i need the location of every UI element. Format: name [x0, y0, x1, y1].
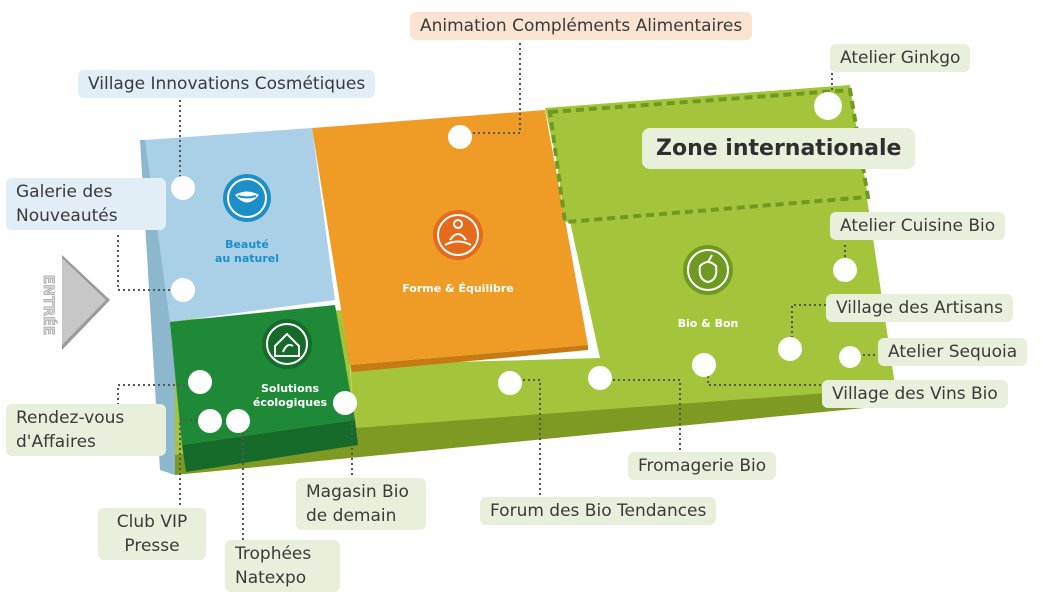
label-village-vins[interactable]: Village des Vins Bio	[822, 380, 1008, 408]
label-club-vip-line1: Club VIP	[116, 512, 188, 532]
zone-beaute-line2: au naturel	[215, 252, 279, 265]
label-club-vip[interactable]: Club VIP Presse	[98, 508, 206, 560]
zone-forme-name: Forme & Équilibre	[402, 282, 514, 295]
location-markers	[171, 92, 861, 433]
label-galerie-line2: Nouveautés	[16, 206, 118, 226]
marker-village-vins[interactable]	[692, 353, 716, 377]
label-magasin-line2: de demain	[306, 506, 397, 526]
marker-magasin[interactable]	[333, 391, 357, 415]
entrance-arrow-face	[62, 258, 106, 345]
marker-atelier-sequoia[interactable]	[839, 346, 861, 368]
label-trophees-line2: Natexpo	[235, 568, 307, 588]
marker-atelier-cuisine[interactable]	[833, 258, 857, 282]
lips-icon	[223, 174, 271, 222]
label-trophees[interactable]: Trophées Natexpo	[225, 540, 340, 592]
zone-forme-shadow	[335, 300, 588, 372]
eco-house-icon	[262, 319, 312, 369]
marker-galerie[interactable]	[171, 278, 195, 302]
marker-village-artisans[interactable]	[778, 337, 802, 361]
zone-international-title: Zone internationale	[642, 128, 916, 169]
label-rendezvous-line2: d'Affaires	[16, 432, 96, 452]
zone-beaute-line1: Beauté	[225, 238, 269, 251]
label-forum[interactable]: Forum des Bio Tendances	[480, 497, 717, 525]
marker-animation[interactable]	[448, 125, 472, 149]
label-galerie[interactable]: Galerie des Nouveautés	[6, 178, 166, 230]
label-atelier-ginkgo[interactable]: Atelier Ginkgo	[830, 44, 971, 72]
apple-icon	[683, 245, 733, 295]
marker-trophees[interactable]	[226, 409, 250, 433]
zone-solutions-side	[182, 420, 358, 472]
zone-beaute[interactable]	[145, 128, 335, 322]
label-magasin[interactable]: Magasin Bio de demain	[296, 478, 426, 530]
entrance-label: ENTRÉE	[40, 275, 57, 336]
marker-rendezvous[interactable]	[188, 370, 212, 394]
label-rendezvous[interactable]: Rendez-vous d'Affaires	[6, 404, 166, 456]
label-trophees-line1: Trophées	[235, 544, 312, 564]
zone-solutions-line2: écologiques	[253, 396, 328, 409]
meditation-icon	[433, 210, 483, 260]
marker-atelier-ginkgo[interactable]	[814, 92, 842, 120]
label-club-vip-line2: Presse	[124, 536, 180, 556]
label-atelier-sequoia[interactable]: Atelier Sequoia	[878, 338, 1028, 366]
label-galerie-line1: Galerie des	[16, 182, 113, 202]
marker-village-cosmetiques[interactable]	[171, 176, 195, 200]
label-atelier-cuisine[interactable]: Atelier Cuisine Bio	[830, 212, 1006, 240]
marker-club-vip[interactable]	[198, 409, 222, 433]
marker-fromagerie[interactable]	[588, 366, 612, 390]
label-fromagerie[interactable]: Fromagerie Bio	[628, 452, 777, 480]
label-village-cosmetiques[interactable]: Village Innovations Cosmétiques	[78, 70, 376, 98]
marker-forum[interactable]	[498, 371, 522, 395]
label-rendezvous-line1: Rendez-vous	[16, 408, 125, 428]
label-magasin-line1: Magasin Bio	[306, 482, 409, 502]
zone-bio-bon-lower[interactable]	[355, 360, 895, 428]
zone-bio-bon-name: Bio & Bon	[678, 317, 739, 330]
label-animation[interactable]: Animation Compléments Alimentaires	[410, 12, 753, 40]
label-village-artisans[interactable]: Village des Artisans	[826, 294, 1013, 322]
zone-solutions-line1: Solutions	[261, 382, 319, 395]
